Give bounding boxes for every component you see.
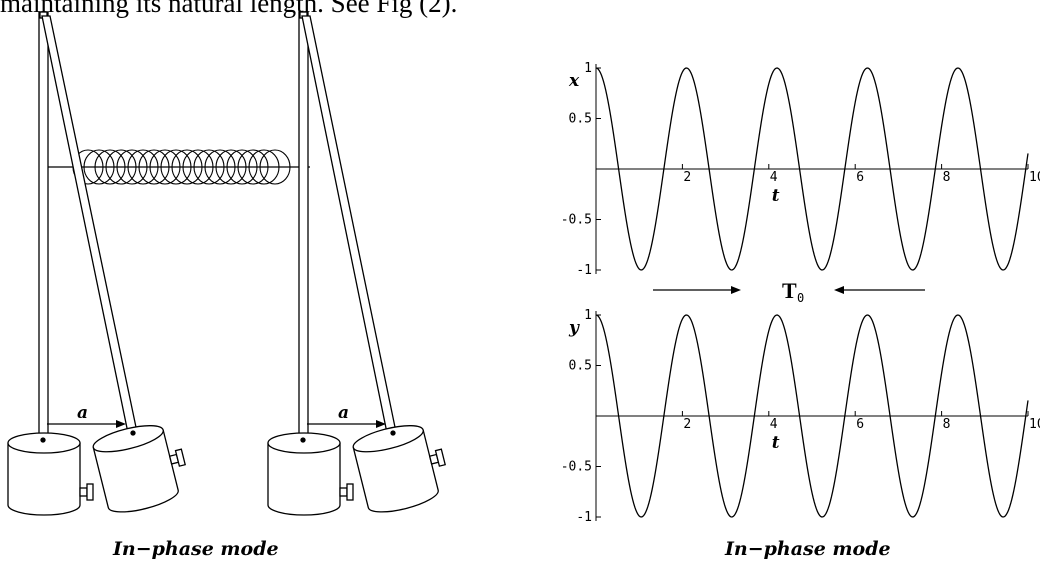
x-tick-label: 8 [943, 417, 951, 432]
y-tick-label: -0.5 [561, 213, 592, 228]
spring-coils [72, 149, 291, 185]
plot-x-vs-t: 1 0.5 -0.5 -1 2 4 6 8 10 x t [561, 61, 1040, 278]
y-axis-label: y [568, 318, 580, 338]
spring-coil [138, 149, 170, 185]
right-vertical-rod [298, 11, 309, 441]
spring-coil [237, 149, 269, 185]
spring-coil [204, 149, 236, 185]
left-swinging-bob [92, 425, 186, 513]
x-tick-label: 10 [1029, 417, 1040, 432]
left-caption: In−phase mode [113, 538, 279, 560]
left-displacement-label: a [77, 403, 88, 423]
x-axis-label: t [772, 433, 780, 453]
y-axis-label: x [568, 71, 580, 91]
right-fixed-bob [267, 432, 354, 516]
spring-coil [127, 149, 159, 185]
left-pendulum-rod [41, 15, 138, 434]
period-subscript: 0 [797, 291, 804, 305]
data-curve [595, 67, 1029, 271]
spring-coil [259, 149, 291, 185]
right-displacement-label: a [338, 403, 349, 423]
coupled-pendulums-diagram [7, 11, 446, 516]
data-curve [595, 314, 1029, 518]
x-tick-label: 8 [943, 170, 951, 185]
x-tick-label: 2 [683, 170, 691, 185]
right-swinging-bob [352, 425, 446, 513]
x-tick-label: 6 [856, 170, 864, 185]
spring-coil [193, 149, 225, 185]
left-vertical-rod [38, 11, 49, 441]
top-text: maintaining its natural length. See Fig … [0, 0, 458, 18]
spring-coil [116, 149, 148, 185]
plot-y-vs-t: 1 0.5 -0.5 -1 2 4 6 8 10 y t [561, 308, 1040, 525]
left-fixed-bob [7, 432, 94, 516]
right-pendulum-rod [301, 15, 397, 434]
x-tick-label: 6 [856, 417, 864, 432]
spring-coil [149, 149, 181, 185]
period-label: T [782, 278, 797, 303]
period-indicator [653, 286, 925, 294]
y-tick-label: 0.5 [569, 359, 592, 374]
y-tick-label: 1 [584, 61, 592, 76]
x-tick-label: 4 [770, 417, 778, 432]
spring-coil [105, 149, 137, 185]
spring-coil [226, 149, 258, 185]
spring-coil [171, 149, 203, 185]
spring-coil [215, 149, 247, 185]
y-tick-label: -0.5 [561, 460, 592, 475]
x-tick-label: 10 [1029, 170, 1040, 185]
y-tick-label: 0.5 [569, 112, 592, 127]
spring-coil [160, 149, 192, 185]
x-tick-label: 2 [683, 417, 691, 432]
spring-coil [83, 149, 115, 185]
x-tick-label: 4 [770, 170, 778, 185]
y-tick-label: 1 [584, 308, 592, 323]
spring-coil [94, 149, 126, 185]
x-axis-label: t [772, 186, 780, 206]
y-tick-label: -1 [576, 510, 592, 525]
spring-coil [248, 149, 280, 185]
right-caption: In−phase mode [725, 538, 891, 560]
spring-coil [182, 149, 214, 185]
y-tick-label: -1 [576, 263, 592, 278]
